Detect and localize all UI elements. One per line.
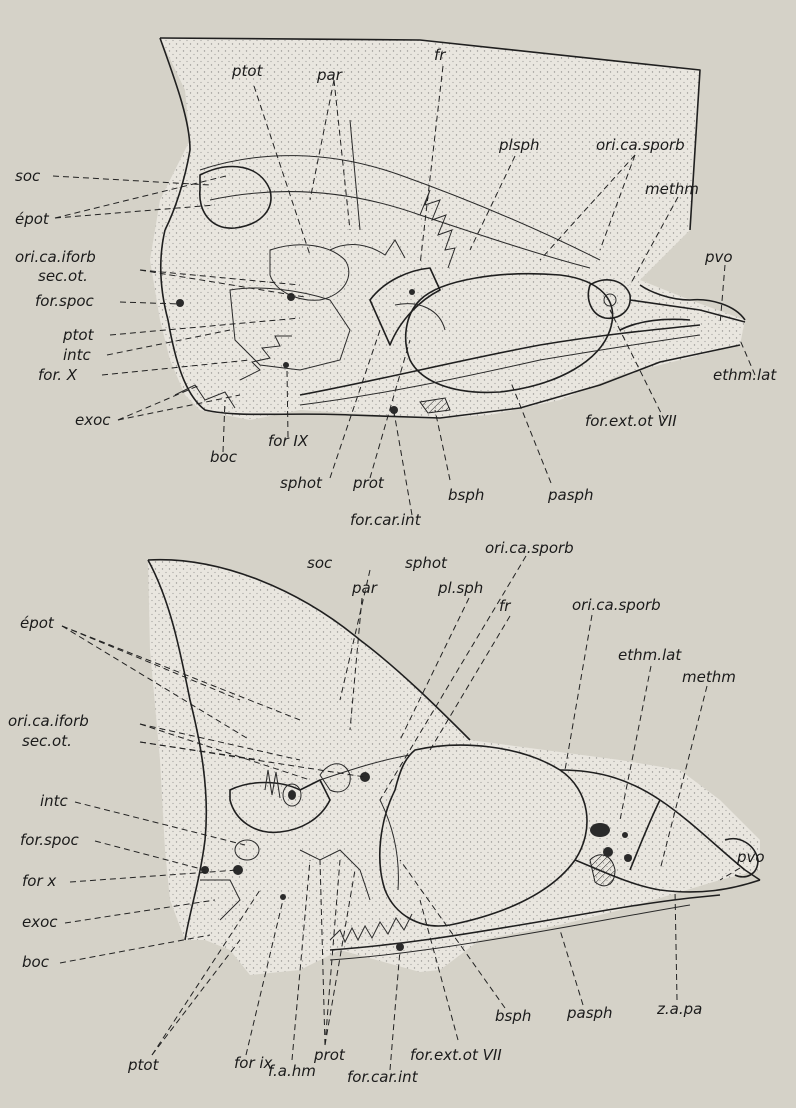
label-bsph-b: bsph [495, 1007, 531, 1025]
label-methm-b: methm [682, 668, 736, 686]
label-for-ix-b: for ix [234, 1054, 273, 1072]
label-intc-b: intc [40, 792, 69, 810]
label-sphot: sphot [280, 474, 323, 492]
label-sec-ot-b: sec.ot. [22, 732, 72, 750]
label-sphot-b: sphot [405, 554, 448, 572]
label-ptot-lower: ptot [62, 326, 95, 344]
label-f-a-hm-b: f.a.hm [268, 1062, 316, 1080]
label-for-spoc: for.spoc [35, 292, 95, 310]
label-for-ext-ot-vii: for.ext.ot VII [585, 412, 677, 430]
label-ori-ca-sporb: ori.ca.sporb [596, 136, 685, 154]
label-sec-ot: sec.ot. [38, 267, 88, 285]
skull-lateral-view-top [150, 38, 745, 420]
label-for-x: for. X [38, 366, 78, 384]
label-ori-ca-sporb-upper-b: ori.ca.sporb [485, 539, 574, 557]
label-exoc-b: exoc [22, 913, 58, 931]
label-pvo: pvo [704, 248, 733, 266]
label-pvo-b: pvo [736, 848, 765, 866]
label-pasph-b: pasph [566, 1004, 613, 1022]
label-exoc: exoc [75, 411, 111, 429]
label-boc-b: boc [22, 953, 50, 971]
label-fr-b: fr [499, 597, 511, 615]
label-bsph: bsph [448, 486, 484, 504]
label-ethm-lat-b: ethm.lat [618, 646, 682, 664]
label-intc: intc [63, 346, 92, 364]
label-prot: prot [352, 474, 385, 492]
label-ethm-lat: ethm.lat [713, 366, 777, 384]
label-pasph: pasph [547, 486, 594, 504]
label-ptot-b: ptot [127, 1056, 160, 1074]
label-for-ext-ot-vii-b: for.ext.ot VII [410, 1046, 502, 1064]
label-ori-ca-sporb-lower-b: ori.ca.sporb [572, 596, 661, 614]
label-soc: soc [15, 167, 41, 185]
label-par: par [316, 66, 343, 84]
label-ptot-upper: ptot [231, 62, 264, 80]
label-for-car-int-b: for.car.int [347, 1068, 419, 1086]
label-par-b: par [351, 579, 378, 597]
label-boc: boc [210, 448, 238, 466]
label-for-spoc-b: for.spoc [20, 831, 80, 849]
label-prot-b: prot [313, 1046, 346, 1064]
label-pl-sph-b: pl.sph [437, 579, 483, 597]
label-epot: épot [15, 210, 50, 228]
label-epot-b: épot [20, 614, 55, 632]
label-soc-b: soc [307, 554, 333, 572]
foramen-spoc-top [176, 299, 184, 307]
label-for-x-b: for x [22, 872, 56, 890]
label-methm: methm [645, 180, 699, 198]
label-for-ix: for IX [268, 432, 309, 450]
label-ori-ca-iforb: ori.ca.iforb [15, 248, 96, 266]
label-fr: fr [434, 46, 446, 64]
label-z-a-pa-b: z.a.pa [656, 1000, 702, 1018]
label-ori-ca-iforb-b: ori.ca.iforb [8, 712, 89, 730]
label-plsph: plsph [498, 136, 540, 154]
label-for-car-int: for.car.int [350, 511, 422, 529]
